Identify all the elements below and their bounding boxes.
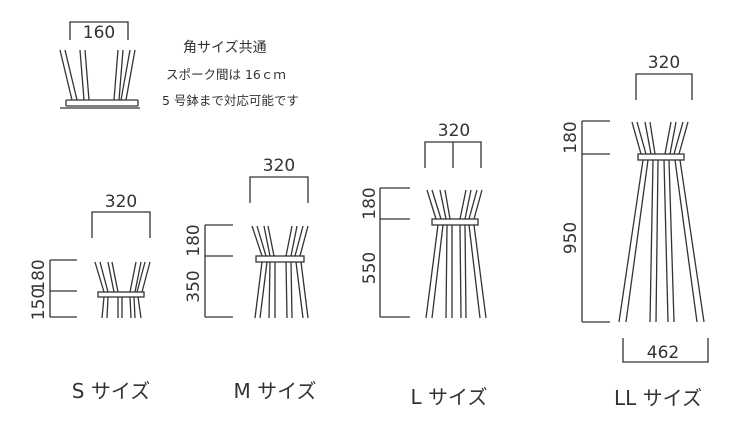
size-m-legs: [254, 261, 309, 319]
size-s-drawing: [49, 211, 151, 319]
top-detail-note-pot: 5 号鉢まで対応可能です: [162, 93, 299, 108]
size-l-drawing: [379, 141, 487, 319]
size-m-width-bracket: [249, 176, 309, 203]
size-l-legs: [425, 224, 487, 319]
size-ll-width-bracket: [635, 73, 693, 100]
size-s-width-bracket: [91, 211, 151, 238]
size-m-width-label: 320: [263, 156, 295, 176]
size-l-caption: L サイズ: [411, 385, 488, 409]
size-m-caption: M サイズ: [233, 379, 316, 403]
size-l-height-ticks: [379, 187, 410, 318]
size-ll-lower-label: 950: [561, 222, 581, 254]
top-detail-width-label: 160: [83, 23, 115, 43]
size-s-width-label: 320: [105, 192, 137, 212]
size-s-tray: [97, 291, 145, 298]
top-detail-spokes: [59, 49, 136, 101]
size-ll-legs: [618, 159, 705, 323]
size-m-height-ticks: [204, 224, 233, 318]
size-l-horns: [426, 189, 483, 220]
size-m-horns: [251, 225, 309, 257]
size-ll-height-ticks: [581, 120, 610, 323]
size-m-lower-label: 350: [184, 270, 204, 302]
size-l-width-label: 320: [438, 121, 470, 141]
size-l-lower-label: 550: [360, 252, 380, 284]
size-m-drawing: [204, 176, 309, 319]
size-ll-drawing: [581, 73, 709, 363]
size-l-upper-label: 180: [360, 187, 380, 219]
size-ll-upper-label: 180: [561, 121, 581, 153]
size-ll-base-label: 462: [647, 343, 679, 363]
size-m-tray: [255, 255, 305, 263]
size-s-upper-label: 180: [29, 259, 49, 291]
size-ll-width-label: 320: [648, 53, 680, 73]
size-s-lower-label: 150: [29, 288, 49, 320]
top-detail-note-common: 角サイズ共通: [183, 40, 267, 56]
size-m-upper-label: 180: [184, 224, 204, 256]
size-s-height-ticks: [49, 259, 77, 318]
top-detail: [59, 21, 140, 109]
size-s-horns: [94, 261, 151, 293]
size-s-legs: [101, 296, 142, 319]
size-ll-caption: LL サイズ: [614, 386, 702, 410]
top-detail-note-spoke-gap: スポーク間は 16ｃｍ: [166, 67, 286, 82]
size-ll-tray: [637, 153, 685, 161]
size-l-tray: [431, 218, 479, 226]
top-detail-tray: [65, 99, 139, 107]
size-ll-base-bracket: [622, 338, 709, 363]
size-s-caption: S サイズ: [72, 379, 150, 403]
size-ll-horns: [631, 121, 689, 155]
top-detail-width-bracket: [69, 21, 129, 40]
